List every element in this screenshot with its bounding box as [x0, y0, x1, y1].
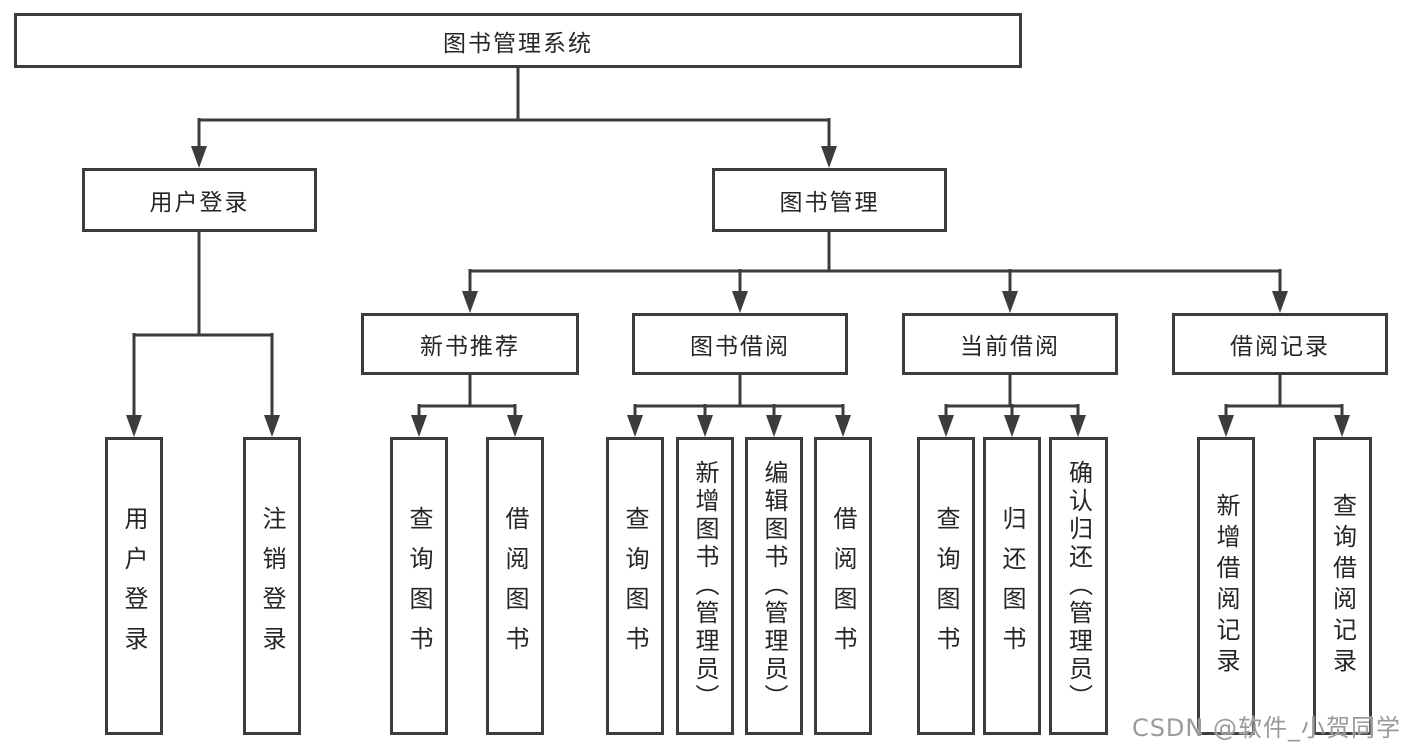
leaf-borrow-book-1: 借阅图书 [486, 437, 544, 735]
arrow-down-icon [1002, 291, 1018, 313]
arrow-down-icon [697, 415, 713, 437]
node-book-management: 图书管理 [712, 168, 947, 232]
node-user-login: 用户登录 [82, 168, 317, 232]
leaf-edit-book-admin: 编辑图书（管理员） [745, 437, 803, 735]
arrow-down-icon [732, 291, 748, 313]
node-root: 图书管理系统 [14, 13, 1022, 68]
connector-book-management-children [462, 230, 1288, 313]
leaf-user-login: 用户登录 [105, 437, 163, 735]
arrow-down-icon [1004, 415, 1020, 437]
arrow-down-icon [1070, 415, 1086, 437]
leaf-query-borrow-record: 查询借阅记录 [1313, 437, 1372, 735]
csdn-watermark: CSDN @软件_小贺同学 [1131, 714, 1401, 742]
arrow-down-icon [191, 146, 207, 168]
leaf-query-book-1: 查询图书 [390, 437, 448, 735]
connector-book-borrow-children [627, 373, 851, 437]
leaf-logout: 注销登录 [243, 437, 301, 735]
arrow-down-icon [411, 415, 427, 437]
node-borrow-records: 借阅记录 [1172, 313, 1388, 375]
arrow-down-icon [462, 291, 478, 313]
node-borrow-records-label: 借阅记录 [1230, 334, 1330, 360]
arrow-down-icon [835, 415, 851, 437]
leaf-confirm-return-admin: 确认归还（管理员） [1049, 437, 1108, 735]
node-new-book-recommend-label: 新书推荐 [420, 334, 520, 360]
node-root-label: 图书管理系统 [443, 30, 593, 57]
arrow-down-icon [627, 415, 643, 437]
connector-current-borrow-children [938, 373, 1086, 437]
leaf-query-book-2: 查询图书 [606, 437, 664, 735]
node-current-borrow: 当前借阅 [902, 313, 1118, 375]
node-new-book-recommend: 新书推荐 [361, 313, 579, 375]
arrow-down-icon [264, 415, 280, 437]
arrow-down-icon [766, 415, 782, 437]
node-book-borrow: 图书借阅 [632, 313, 848, 375]
node-user-login-label: 用户登录 [149, 190, 250, 216]
leaf-return-book: 归还图书 [983, 437, 1041, 735]
arrow-down-icon [507, 415, 523, 437]
arrow-down-icon [126, 415, 142, 437]
leaf-add-book-admin: 新增图书（管理员） [676, 437, 734, 735]
leaf-borrow-book-2: 借阅图书 [814, 437, 872, 735]
leaf-add-borrow-record: 新增借阅记录 [1197, 437, 1255, 735]
connector-borrow-records-children [1218, 373, 1350, 437]
node-book-management-label: 图书管理 [779, 190, 880, 216]
arrow-down-icon [821, 146, 837, 168]
leaf-query-book-3: 查询图书 [917, 437, 975, 735]
node-book-borrow-label: 图书借阅 [690, 334, 790, 360]
arrow-down-icon [1334, 415, 1350, 437]
arrow-down-icon [1218, 415, 1234, 437]
arrow-down-icon [938, 415, 954, 437]
arrow-down-icon [1272, 291, 1288, 313]
connector-user-login-children [126, 230, 280, 437]
connector-root-to-level2 [191, 66, 837, 168]
node-current-borrow-label: 当前借阅 [960, 334, 1060, 360]
connector-new-book-children [411, 373, 523, 437]
